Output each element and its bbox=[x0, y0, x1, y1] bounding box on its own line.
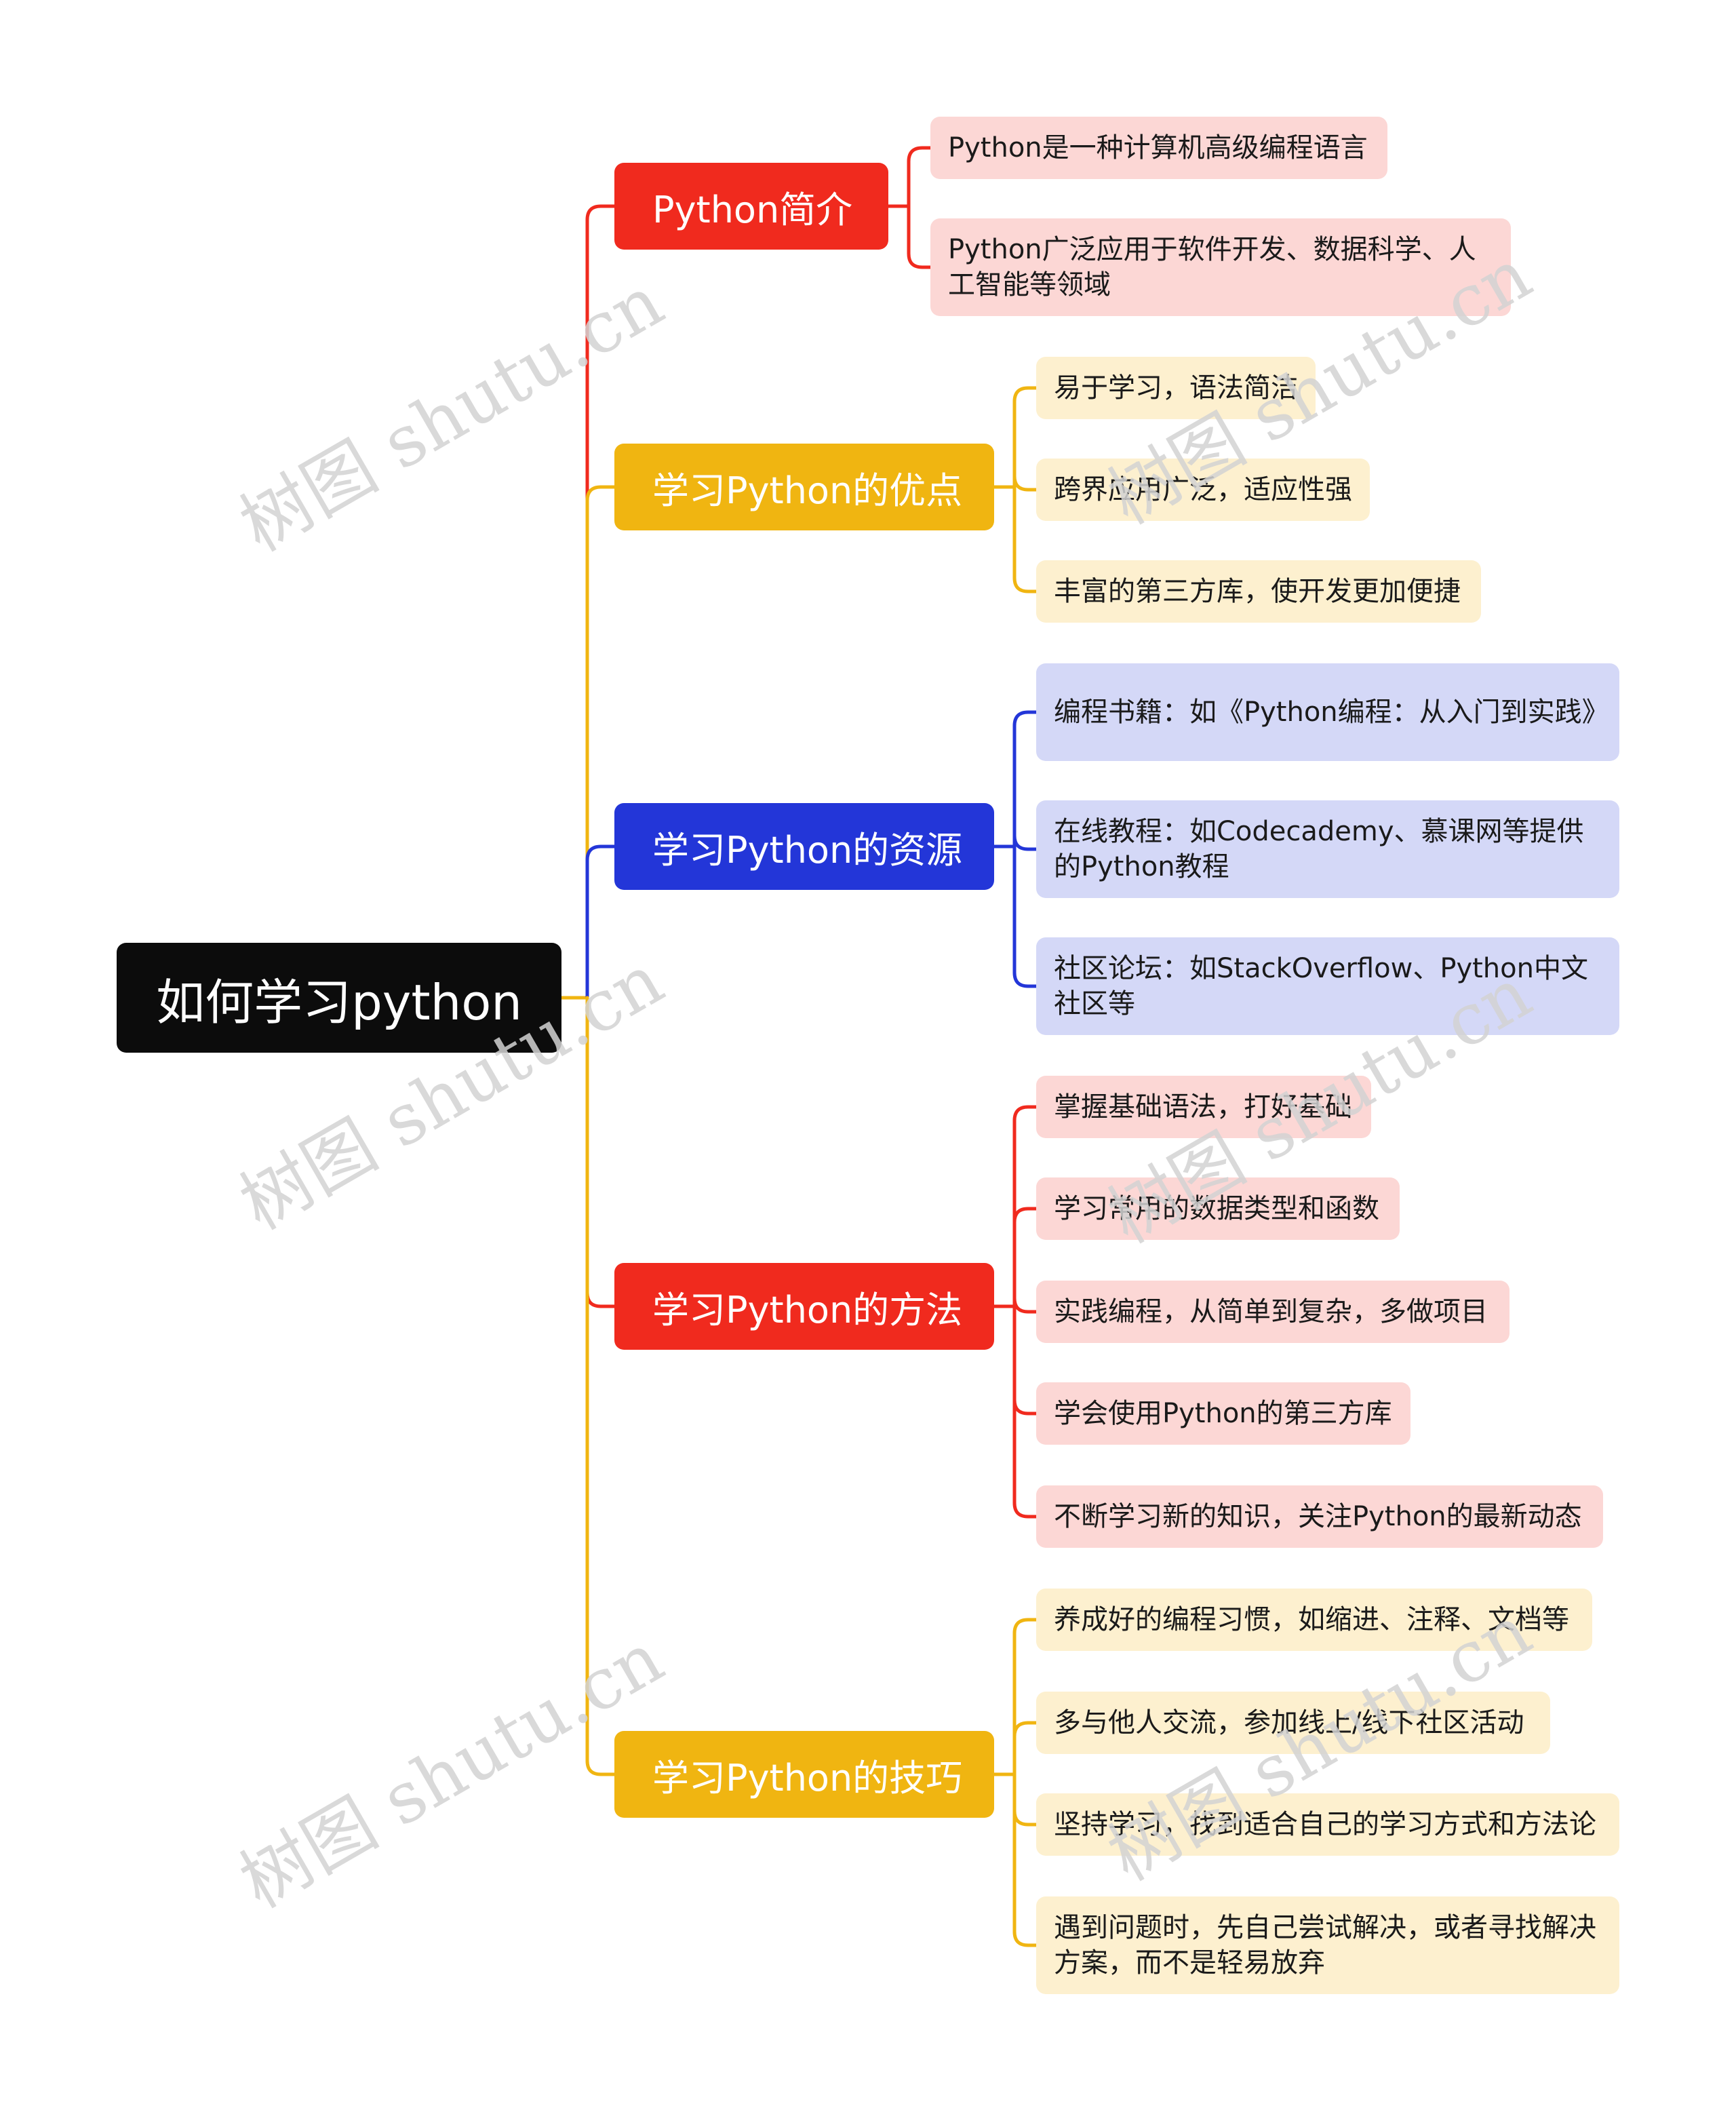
branch-connector bbox=[585, 485, 616, 1000]
branch-python-intro[interactable]: Python简介 bbox=[614, 163, 888, 250]
leaf-connector bbox=[1012, 485, 1038, 593]
leaf-topic[interactable]: 跨界应用广泛，适应性强 bbox=[1036, 459, 1370, 521]
branch-label: 学习Python的优点 bbox=[652, 469, 963, 512]
branch-connector bbox=[585, 996, 616, 1776]
leaf-label: 遇到问题时，先自己尝试解决，或者寻找解决方案，而不是轻易放弃 bbox=[1054, 1912, 1596, 1979]
leaf-topic[interactable]: 不断学习新的知识，关注Python的最新动态 bbox=[1036, 1485, 1603, 1548]
leaf-topic[interactable]: 养成好的编程习惯，如缩进、注释、文档等 bbox=[1036, 1589, 1592, 1651]
leaf-label: 易于学习，语法简洁 bbox=[1054, 372, 1298, 404]
leaf-topic[interactable]: 编程书籍：如《Python编程：从入门到实践》 bbox=[1036, 663, 1619, 761]
leaf-label: 养成好的编程习惯，如缩进、注释、文档等 bbox=[1054, 1604, 1569, 1635]
branch-connector bbox=[585, 204, 616, 1000]
leaf-connector bbox=[907, 204, 932, 269]
leaf-topic[interactable]: 实践编程，从简单到复杂，多做项目 bbox=[1036, 1281, 1510, 1343]
leaf-topic[interactable]: Python是一种计算机高级编程语言 bbox=[930, 117, 1387, 179]
root-topic-label: 如何学习python bbox=[156, 973, 522, 1031]
root-topic[interactable]: 如何学习python bbox=[117, 943, 561, 1053]
branch-label: Python简介 bbox=[652, 188, 853, 231]
leaf-connector bbox=[1012, 1772, 1038, 1827]
leaf-connector bbox=[1012, 835, 1038, 851]
leaf-label: 掌握基础语法，打好基础 bbox=[1054, 1091, 1352, 1123]
leaf-topic[interactable]: 在线教程：如Codecademy、慕课网等提供的Python教程 bbox=[1036, 800, 1619, 898]
leaf-topic[interactable]: 掌握基础语法，打好基础 bbox=[1036, 1076, 1371, 1138]
leaf-label: Python广泛应用于软件开发、数据科学、人工智能等领域 bbox=[948, 234, 1476, 300]
leaf-topic[interactable]: 遇到问题时，先自己尝试解决，或者寻找解决方案，而不是轻易放弃 bbox=[1036, 1896, 1619, 1994]
leaf-label: 社区论坛：如StackOverflow、Python中文社区等 bbox=[1054, 953, 1588, 1019]
leaf-connector bbox=[1012, 1298, 1038, 1314]
leaf-connector bbox=[1012, 1304, 1038, 1416]
leaf-topic[interactable]: 社区论坛：如StackOverflow、Python中文社区等 bbox=[1036, 937, 1619, 1035]
leaf-connector bbox=[1012, 386, 1038, 489]
leaf-topic[interactable]: 多与他人交流，参加线上/线下社区活动 bbox=[1036, 1692, 1550, 1754]
branch-connector bbox=[585, 996, 616, 1308]
leaf-topic[interactable]: 坚持学习，找到适合自己的学习方式和方法论 bbox=[1036, 1793, 1619, 1856]
leaf-label: Python是一种计算机高级编程语言 bbox=[948, 132, 1368, 163]
leaf-label: 不断学习新的知识，关注Python的最新动态 bbox=[1054, 1501, 1582, 1532]
leaf-label: 多与他人交流，参加线上/线下社区活动 bbox=[1054, 1707, 1524, 1738]
leaf-label: 学习常用的数据类型和函数 bbox=[1054, 1193, 1379, 1224]
leaf-connector bbox=[1012, 1105, 1038, 1308]
leaf-connector bbox=[1012, 1772, 1038, 1947]
branch-connector bbox=[585, 844, 616, 1000]
leaf-label: 学会使用Python的第三方库 bbox=[1054, 1398, 1392, 1429]
leaf-connector bbox=[1012, 475, 1038, 492]
branch-advantages[interactable]: 学习Python的优点 bbox=[614, 444, 994, 530]
leaf-label: 编程书籍：如《Python编程：从入门到实践》 bbox=[1054, 697, 1609, 728]
leaf-topic[interactable]: 易于学习，语法简洁 bbox=[1036, 357, 1316, 419]
leaf-topic[interactable]: 学会使用Python的第三方库 bbox=[1036, 1382, 1410, 1445]
branch-resources[interactable]: 学习Python的资源 bbox=[614, 803, 994, 890]
leaf-label: 实践编程，从简单到复杂，多做项目 bbox=[1054, 1296, 1488, 1327]
branch-label: 学习Python的技巧 bbox=[652, 1756, 963, 1799]
branch-label: 学习Python的方法 bbox=[652, 1288, 963, 1331]
leaf-connector bbox=[1012, 1304, 1038, 1519]
leaf-connector bbox=[1012, 710, 1038, 849]
leaf-topic[interactable]: 学习常用的数据类型和函数 bbox=[1036, 1177, 1400, 1240]
branch-methods[interactable]: 学习Python的方法 bbox=[614, 1263, 994, 1350]
leaf-label: 在线教程：如Codecademy、慕课网等提供的Python教程 bbox=[1054, 816, 1584, 882]
leaf-connector bbox=[1012, 1721, 1038, 1776]
branch-label: 学习Python的资源 bbox=[652, 828, 963, 872]
branch-tips[interactable]: 学习Python的技巧 bbox=[614, 1731, 994, 1818]
leaf-connector bbox=[1012, 1618, 1038, 1776]
leaf-connector bbox=[1012, 844, 1038, 988]
leaf-connector bbox=[1012, 1207, 1038, 1308]
leaf-label: 坚持学习，找到适合自己的学习方式和方法论 bbox=[1054, 1809, 1596, 1840]
leaf-connector bbox=[907, 146, 932, 208]
leaf-topic[interactable]: Python广泛应用于软件开发、数据科学、人工智能等领域 bbox=[930, 218, 1511, 316]
leaf-topic[interactable]: 丰富的第三方库，使开发更加便捷 bbox=[1036, 560, 1481, 623]
leaf-label: 跨界应用广泛，适应性强 bbox=[1054, 474, 1352, 505]
leaf-label: 丰富的第三方库，使开发更加便捷 bbox=[1054, 576, 1461, 607]
